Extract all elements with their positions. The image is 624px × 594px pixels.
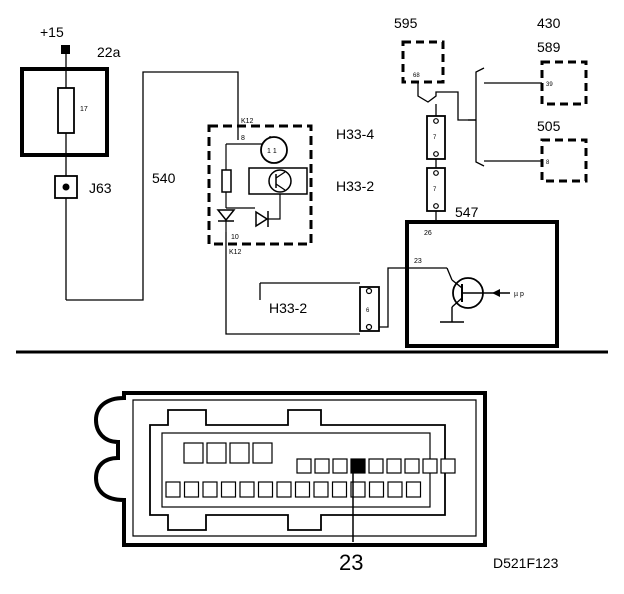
diode-to-transistor <box>268 194 281 220</box>
ecu-ground <box>440 307 464 323</box>
connector-housing-inner <box>132 399 477 537</box>
bus-brace <box>475 67 485 167</box>
connector-label: J63 <box>89 180 112 196</box>
instrument-top-label: H33-4 <box>336 126 374 142</box>
pin-cavity <box>405 481 422 498</box>
wire-to-ecu <box>379 267 447 328</box>
driver-transistor <box>268 169 292 193</box>
pin-cavity <box>332 458 348 474</box>
diode-vertical <box>216 209 236 222</box>
pin-row-2 <box>165 481 422 498</box>
box-589-pin: 39 <box>546 82 553 88</box>
box-595: 595 <box>394 15 418 31</box>
pin-cavity-large <box>183 442 204 464</box>
ecu-input-arrow <box>492 289 500 297</box>
connector-keyed-face <box>149 409 446 531</box>
fuse-17 <box>57 87 75 134</box>
pin-row-1 <box>183 442 456 474</box>
pin-cavity-large <box>206 442 227 464</box>
box-430: 430 <box>537 15 561 31</box>
pin-cavity <box>386 458 402 474</box>
fuse-box-label: 22a <box>97 44 121 60</box>
pin-cavity <box>294 481 311 498</box>
pin-cavity <box>276 481 292 498</box>
gauge-meter <box>260 136 288 164</box>
pin-23-cavity <box>350 458 366 474</box>
driver-emitter <box>275 183 286 191</box>
box-505: 505 <box>537 118 561 134</box>
ecu-547 <box>405 220 559 348</box>
box-595-pin: 68 <box>413 73 420 79</box>
fuse-number: 17 <box>80 106 88 113</box>
pin-cavity <box>220 481 237 498</box>
bus-595 <box>417 82 476 121</box>
connector-pin-b: 7 <box>433 187 437 193</box>
diode-horizontal <box>255 210 269 228</box>
instrument-box <box>207 124 313 246</box>
pin-cavity <box>368 481 385 498</box>
pin-cavity <box>313 481 329 498</box>
ecu-pin-transistor: 23 <box>414 258 422 265</box>
connector-face-view <box>93 391 487 547</box>
highlight-pin-label: 23 <box>339 550 363 575</box>
ecu-label: 547 <box>455 204 479 220</box>
lower-connector <box>359 286 380 332</box>
pin-cavity <box>202 481 218 498</box>
instrument-pin-top: K12 <box>241 118 254 125</box>
instrument-pin-bottom-num: 10 <box>231 234 239 241</box>
lower-connector-label: H33-2 <box>269 300 307 316</box>
pin-cavity <box>404 458 420 474</box>
supply-label: +15 <box>40 24 64 40</box>
pin-cavity-large <box>229 442 250 464</box>
wire-540 <box>66 71 239 301</box>
lower-connector-pin-bottom <box>365 323 373 331</box>
instrument-pin-top-num: 8 <box>241 135 245 142</box>
module-505 <box>540 138 588 183</box>
inline-connector-b-pin-bottom <box>433 203 439 209</box>
inline-connector-b-pin-top <box>433 170 439 176</box>
ecu-transistor-collector <box>451 279 463 289</box>
instrument-mid-label: H33-2 <box>336 178 374 194</box>
figure-code: D521F123 <box>493 555 559 571</box>
pin-cavity <box>183 481 200 498</box>
resistor <box>221 169 232 193</box>
instrument-pin-bottom: K12 <box>229 249 242 256</box>
lower-connector-pin-top <box>365 287 373 295</box>
inline-connector-a-pin-bottom <box>433 151 439 157</box>
pin-cavity <box>239 481 255 498</box>
pin-cavity <box>422 458 438 474</box>
lower-connector-pin: 6 <box>366 308 370 314</box>
inline-connector-a-pin-top <box>433 118 439 124</box>
supply-terminal <box>61 45 70 54</box>
ecu-collector-wire <box>446 267 453 281</box>
pin-cavity <box>331 481 348 498</box>
fuse-box <box>20 67 109 157</box>
module-595 <box>401 40 445 84</box>
ecu-transistor-emitter <box>451 297 463 308</box>
ecu-mu-p: µ p <box>514 291 524 298</box>
pin-cavity <box>440 458 456 474</box>
driver-collector <box>275 171 286 179</box>
pin-cavity <box>165 481 181 498</box>
wire-instrument-to-connector <box>225 232 360 335</box>
pin-cavity <box>296 458 312 474</box>
pin-cavity <box>368 458 384 474</box>
wire-label: 540 <box>152 170 176 186</box>
box-589: 589 <box>537 39 561 55</box>
box-505-pin: 8 <box>546 160 550 166</box>
connector-j63-dot <box>62 183 70 191</box>
pin-cavity <box>350 481 366 498</box>
connector-pin-a: 7 <box>433 135 437 141</box>
gauge-text: 1 1 <box>267 148 277 155</box>
pin-cavity <box>314 458 330 474</box>
pin-cavity-large <box>252 442 273 464</box>
pin-cavity <box>387 481 403 498</box>
module-589 <box>540 60 588 106</box>
pin-cavity <box>257 481 274 498</box>
ecu-pin-top: 26 <box>424 230 432 237</box>
